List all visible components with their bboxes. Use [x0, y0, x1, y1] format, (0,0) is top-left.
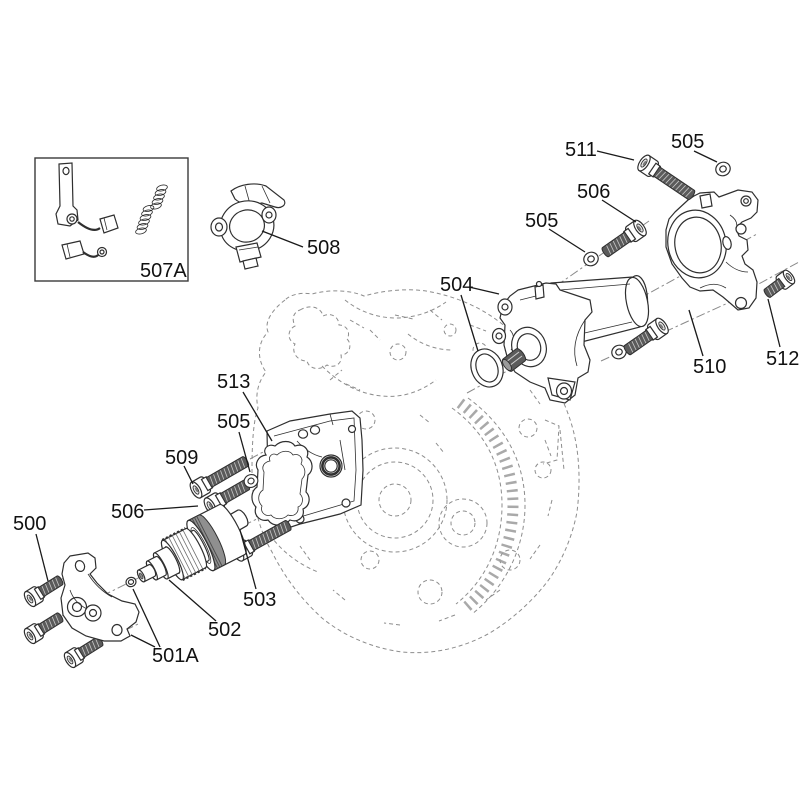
part-504-o-ring — [470, 348, 504, 388]
callout-511: 511 — [565, 139, 597, 161]
callout-509: 509 — [165, 447, 198, 469]
callout-512: 512 — [766, 348, 799, 370]
part-510-mount-bracket — [665, 189, 759, 311]
part-504-starter-motor — [491, 275, 650, 404]
callout-504: 504 — [440, 274, 473, 296]
callout-506-left: 506 — [111, 501, 144, 523]
brush-spring-1 — [135, 205, 155, 235]
callout-505-left: 505 — [217, 411, 250, 433]
callout-513: 513 — [217, 371, 250, 393]
part-500-bolt-2 — [21, 608, 67, 646]
callout-507A: 507A — [140, 260, 187, 282]
callout-501A: 501A — [152, 645, 199, 667]
callout-506-top: 506 — [577, 181, 610, 203]
callout-505-top: 505 — [671, 131, 704, 153]
part-513-gasket — [251, 440, 313, 526]
leader-lines — [35, 150, 781, 648]
callout-508: 508 — [307, 237, 340, 259]
callout-500: 500 — [13, 513, 46, 535]
callout-labels: 500 501A 502 503 504 505 505 505 506 506… — [13, 131, 799, 667]
part-505-washer-mid — [580, 249, 602, 269]
callout-503: 503 — [243, 589, 276, 611]
part-505-washer-top — [712, 159, 734, 179]
brush-spring-2 — [150, 184, 168, 210]
part-511-bolt — [634, 152, 699, 205]
callout-502: 502 — [208, 619, 241, 641]
part-502-starter-drive-gear — [136, 503, 247, 583]
part-506-bolt-upper — [598, 217, 650, 262]
callout-505-mid: 505 — [525, 210, 558, 232]
part-507A-brush-kit-box — [34, 157, 189, 282]
callout-510: 510 — [693, 356, 726, 378]
part-508-brush-holder — [210, 183, 286, 270]
part-500-bolt — [21, 571, 67, 609]
part-501A-bracket — [60, 552, 140, 642]
part-501A-washer-ring — [125, 576, 137, 588]
